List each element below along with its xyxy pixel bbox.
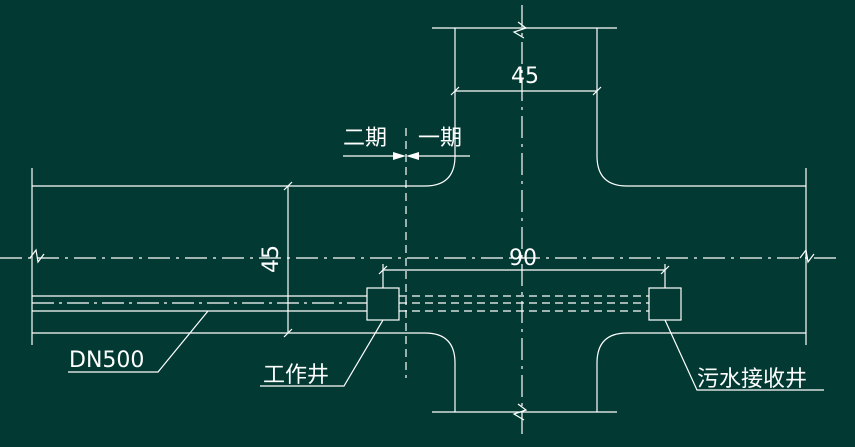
dim-left-tick-bottom <box>283 328 293 338</box>
phase-one-label: 一期 <box>418 126 462 151</box>
work-well <box>366 287 400 321</box>
break-mark-bottom <box>512 403 528 421</box>
leader-sewage-well <box>664 319 824 391</box>
road-edge-bottom-left <box>32 332 456 412</box>
dim-well-tick-left <box>378 265 388 275</box>
sewage-well-label: 污水接收井 <box>697 367 807 392</box>
break-mark-top <box>512 21 528 39</box>
phase-one-arrowhead <box>406 152 419 160</box>
road-edge-bottom-right <box>596 332 806 412</box>
phase-two-label: 二期 <box>343 126 387 151</box>
dim-top-tick-left <box>450 86 460 96</box>
road-edge-top-right <box>596 28 806 187</box>
dim-well-tick-right <box>660 265 670 275</box>
leader-pipe <box>68 310 209 373</box>
dim-top-tick-right <box>592 86 602 96</box>
sewage-receiving-well <box>648 287 682 321</box>
dim-well-label: 90 <box>509 246 537 271</box>
leader-work-well <box>260 319 384 387</box>
phase-two-arrowhead <box>393 152 406 160</box>
dim-left-label: 45 <box>259 245 284 273</box>
dim-left-tick-top <box>283 181 293 191</box>
break-mark-right <box>799 248 815 264</box>
dim-top-label: 45 <box>511 64 539 89</box>
work-well-label: 工作井 <box>263 363 329 388</box>
pipe-label: DN500 <box>69 348 144 373</box>
road-edge-top-left <box>32 28 456 187</box>
